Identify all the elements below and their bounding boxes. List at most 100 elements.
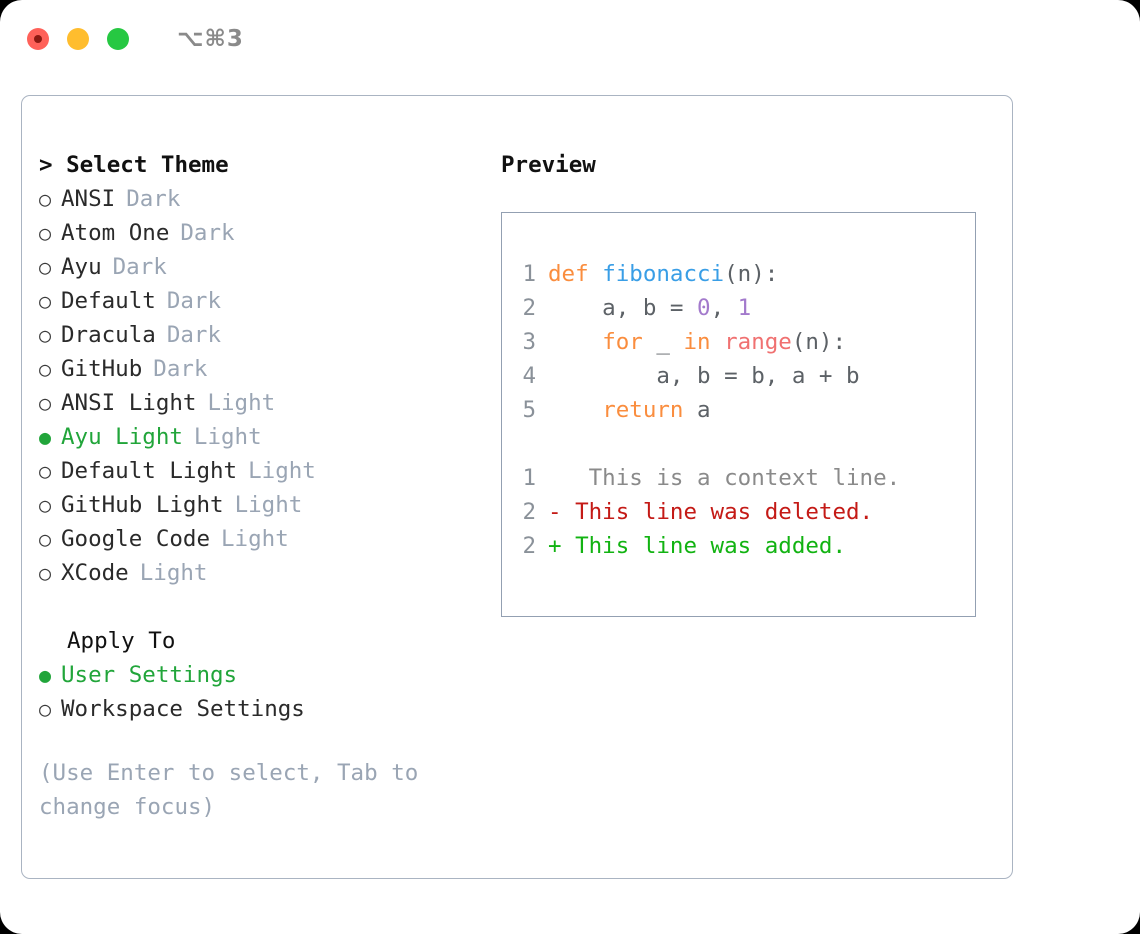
line-number: 5	[522, 397, 536, 423]
radio-unselected-icon: ○	[39, 357, 52, 381]
code-token-plain: a, b = b, a + b	[548, 363, 860, 389]
apply-to-option-row[interactable]: ●User Settings	[39, 658, 469, 692]
theme-option-label: Ayu	[61, 254, 102, 280]
theme-option-variant-tag: Light	[221, 526, 289, 552]
radio-unselected-icon: ○	[39, 527, 52, 551]
theme-option-variant-tag: Light	[248, 458, 316, 484]
code-token-plain: (n):	[724, 261, 779, 287]
radio-unselected-icon: ○	[39, 561, 52, 585]
code-token-call: range	[724, 329, 792, 355]
code-line: 5 return a	[502, 393, 975, 427]
radio-unselected-icon: ○	[39, 289, 52, 313]
theme-option-row[interactable]: ○ Google Code Light	[39, 522, 469, 556]
traffic-lights	[27, 28, 129, 50]
theme-option-label: XCode	[61, 560, 129, 586]
theme-option-row[interactable]: ○ GitHub Light Light	[39, 488, 469, 522]
code-token-number: 1	[737, 295, 752, 321]
title-bar: ⌥⌘3	[0, 0, 1140, 78]
code-text: def fibonacci(n):	[548, 257, 778, 291]
code-text: return a	[548, 393, 710, 427]
code-token-keyword: def	[548, 261, 603, 287]
code-line: 2 a, b = 0, 1	[502, 291, 975, 325]
diff-line-number: 2	[522, 533, 536, 559]
theme-option-row[interactable]: ○ Default Dark	[39, 284, 469, 318]
diff-text: This line was added.	[561, 533, 847, 559]
radio-unselected-icon: ○	[39, 459, 52, 483]
code-token-plain: a, b =	[548, 295, 698, 321]
diff-line-content: This is a context line.	[548, 461, 901, 495]
theme-option-label: GitHub Light	[61, 492, 224, 518]
radio-unselected-icon: ○	[39, 323, 52, 347]
radio-unselected-icon: ○	[39, 255, 52, 279]
diff-line: 2 + This line was added.	[502, 529, 975, 563]
line-number: 2	[522, 295, 536, 321]
minimize-button[interactable]	[67, 28, 89, 50]
close-button[interactable]	[27, 28, 49, 50]
diff-line-content: - This line was deleted.	[548, 495, 873, 529]
theme-option-label: Google Code	[61, 526, 211, 552]
diff-marker	[548, 465, 562, 491]
radio-unselected-icon: ○	[39, 391, 52, 415]
code-token-number: 0	[697, 295, 711, 321]
code-token-keyword: return	[602, 397, 684, 423]
radio-selected-icon: ●	[39, 663, 52, 687]
theme-option-label: GitHub	[61, 356, 143, 382]
code-text: a, b = b, a + b	[548, 359, 860, 393]
theme-option-label: Dracula	[61, 322, 156, 348]
theme-option-row[interactable]: ○ ANSI Dark	[39, 182, 469, 216]
radio-unselected-icon: ○	[39, 221, 52, 245]
diff-text: This line was deleted.	[561, 499, 874, 525]
code-token-plain: (n):	[791, 329, 847, 355]
line-number: 4	[522, 363, 536, 389]
theme-option-variant-tag: Light	[207, 390, 276, 416]
code-diff-separator	[502, 427, 975, 461]
theme-option-label: ANSI	[61, 186, 116, 212]
theme-option-variant-tag: Dark	[166, 288, 222, 314]
keyboard-hint-text: (Use Enter to select, Tab to change focu…	[39, 760, 419, 820]
theme-option-row[interactable]: ○ ANSI Light Light	[39, 386, 469, 420]
diff-line: 2- This line was deleted.	[502, 495, 975, 529]
code-line: 3 for _ in range(n):	[502, 325, 975, 359]
code-line: 4 a, b = b, a + b	[502, 359, 975, 393]
code-token-plain: ,	[710, 295, 738, 321]
apply-to-option-label: Workspace Settings	[61, 696, 305, 722]
diff-marker: -	[548, 499, 562, 525]
radio-unselected-icon: ○	[39, 493, 52, 517]
code-text: for _ in range(n):	[548, 325, 846, 359]
apply-to-option-row[interactable]: ○Workspace Settings	[39, 692, 469, 726]
diff-line-content: + This line was added.	[548, 529, 846, 563]
diff-line-number: 2	[522, 499, 536, 525]
code-token-keyword: for	[602, 329, 643, 355]
theme-option-row[interactable]: ○ Default Light Light	[39, 454, 469, 488]
close-dot-icon	[34, 35, 42, 43]
zoom-button[interactable]	[107, 28, 129, 50]
diff-marker: +	[548, 533, 562, 559]
apply-to-options-list: ●User Settings○Workspace Settings	[39, 658, 469, 726]
select-theme-header: > Select Theme	[39, 152, 229, 178]
code-token-plain	[548, 329, 602, 355]
theme-option-label: Default	[61, 288, 156, 314]
list-spacer	[39, 590, 469, 624]
radio-unselected-icon: ○	[39, 187, 52, 211]
diff-line-number: 1	[522, 465, 536, 491]
theme-option-variant-tag: Dark	[126, 186, 181, 212]
line-number: 1	[522, 261, 536, 287]
theme-option-variant-tag: Light	[234, 492, 303, 518]
theme-option-label: ANSI Light	[61, 390, 197, 416]
line-number: 3	[522, 329, 536, 355]
theme-option-label: Default Light	[61, 458, 238, 484]
diff-text: This is a context line.	[561, 465, 901, 491]
code-line: 1 def fibonacci(n):	[502, 257, 975, 291]
